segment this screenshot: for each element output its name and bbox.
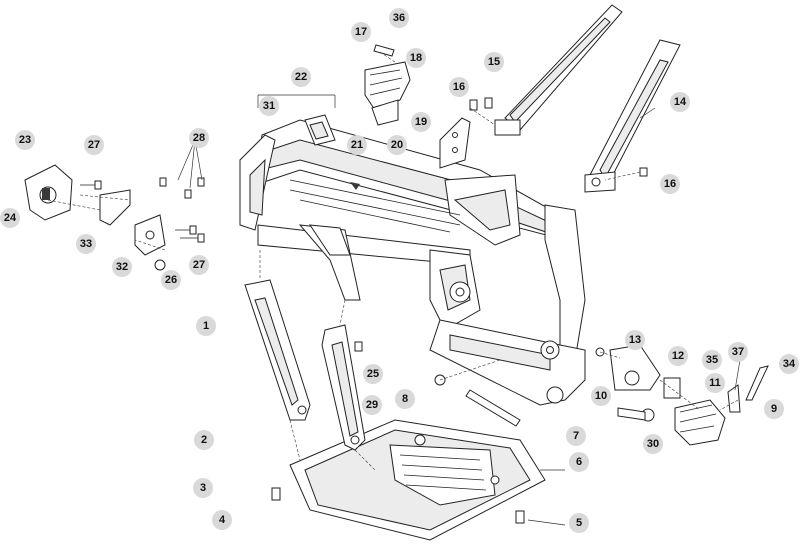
main-frame — [239, 119, 586, 406]
callout-14: 14 — [670, 92, 690, 112]
callout-1: 1 — [196, 316, 216, 336]
callout-12: 12 — [668, 346, 688, 366]
callout-13: 13 — [625, 330, 645, 350]
bracket-19 — [439, 117, 471, 169]
callout-27-lower: 27 — [189, 255, 209, 275]
callout-5: 5 — [569, 513, 589, 533]
callout-37: 37 — [728, 342, 748, 362]
frame-guard-right — [321, 324, 366, 451]
callout-20: 20 — [387, 135, 407, 155]
skid-plate — [289, 419, 546, 541]
callout-23: 23 — [15, 130, 35, 150]
frame-guard-left — [244, 279, 311, 421]
callout-2: 2 — [194, 430, 214, 450]
callout-30: 30 — [643, 434, 663, 454]
callout-6: 6 — [569, 452, 589, 472]
callout-31: 31 — [259, 96, 279, 116]
callout-9: 9 — [764, 399, 784, 419]
callout-21: 21 — [347, 135, 367, 155]
callout-27-upper: 27 — [84, 135, 104, 155]
callout-4: 4 — [212, 510, 232, 530]
bracket-23 — [24, 164, 166, 271]
callout-32: 32 — [112, 257, 132, 277]
bracket-22 — [257, 94, 336, 146]
callout-29: 29 — [362, 395, 382, 415]
callout-19: 19 — [411, 112, 431, 132]
callout-3: 3 — [193, 478, 213, 498]
callout-36: 36 — [389, 8, 409, 28]
footpeg-lower — [609, 344, 769, 446]
callout-33: 33 — [76, 234, 96, 254]
callout-17: 17 — [351, 22, 371, 42]
subframe — [494, 4, 681, 193]
callout-35: 35 — [702, 350, 722, 370]
callout-22: 22 — [291, 67, 311, 87]
callout-11: 11 — [705, 373, 725, 393]
callout-34: 34 — [779, 354, 799, 374]
callout-28: 28 — [189, 128, 209, 148]
callout-15: 15 — [484, 52, 504, 72]
leader-lines — [47, 51, 739, 471]
callout-24: 24 — [0, 208, 20, 228]
callout-25: 25 — [363, 364, 383, 384]
callout-7: 7 — [566, 426, 586, 446]
callout-16-right: 16 — [660, 174, 680, 194]
callout-8: 8 — [395, 389, 415, 409]
callout-18: 18 — [406, 48, 426, 68]
footpeg-upper — [364, 44, 411, 126]
callout-16-upper: 16 — [449, 77, 469, 97]
callout-10: 10 — [591, 386, 611, 406]
callout-26: 26 — [161, 270, 181, 290]
